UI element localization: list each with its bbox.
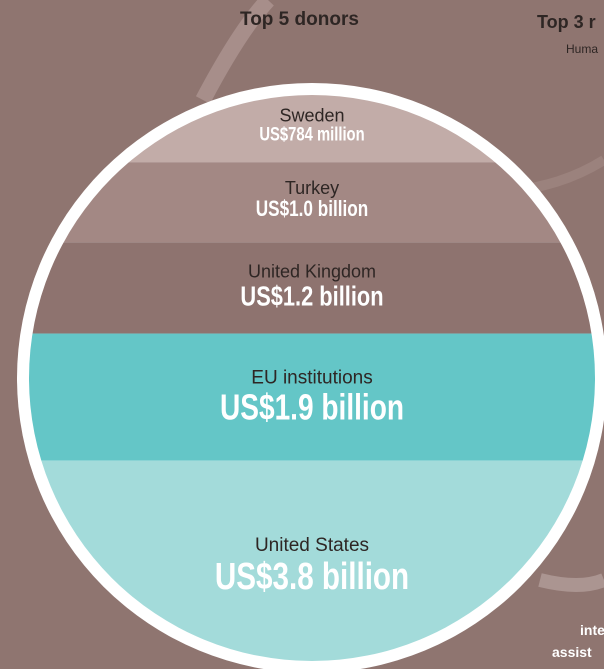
right-panel-title-fragment: Top 3 r — [537, 12, 596, 32]
chart-title: Top 5 donors — [240, 9, 359, 30]
band-label: Sweden — [279, 105, 344, 125]
band-value-label: US$1.9 billion — [220, 387, 404, 427]
band-value-label: US$1.2 billion — [240, 281, 383, 312]
right-panel-subtitle-fragment: Huma — [566, 42, 599, 56]
band-eu-institutions — [29, 333, 595, 461]
corner-fragment-line1: inte — [580, 622, 604, 638]
band-turkey — [29, 162, 595, 243]
band-label: Turkey — [285, 178, 339, 198]
band-united-kingdom — [29, 242, 595, 334]
band-label: United States — [255, 535, 369, 556]
corner-fragment-line2: assist — [552, 644, 592, 660]
band-label: EU institutions — [251, 367, 372, 388]
band-label: United Kingdom — [248, 261, 376, 281]
band-value-label: US$1.0 billion — [256, 197, 368, 222]
band-value-label: US$784 million — [259, 124, 364, 145]
band-value-label: US$3.8 billion — [215, 555, 409, 597]
